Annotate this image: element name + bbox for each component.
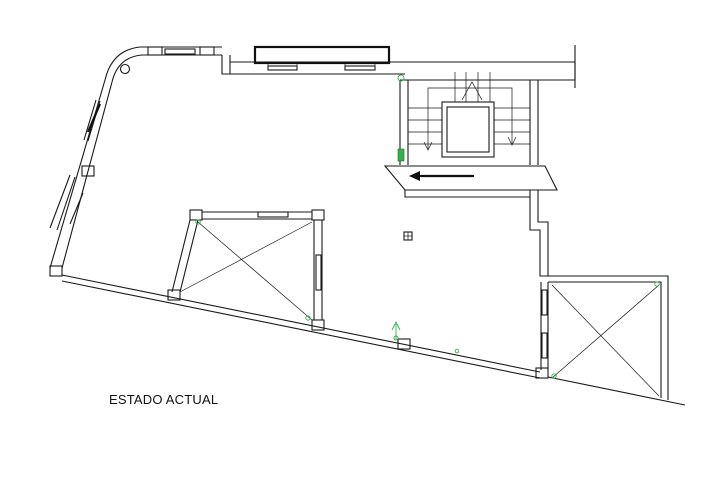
inner-patio: [171, 209, 325, 321]
outer-walls: [49, 45, 686, 406]
annex-room: [540, 275, 669, 400]
symbols: [119, 63, 460, 354]
drawing-title: ESTADO ACTUAL: [109, 392, 219, 407]
staircase: [383, 45, 576, 277]
column-symbol: [119, 63, 131, 75]
